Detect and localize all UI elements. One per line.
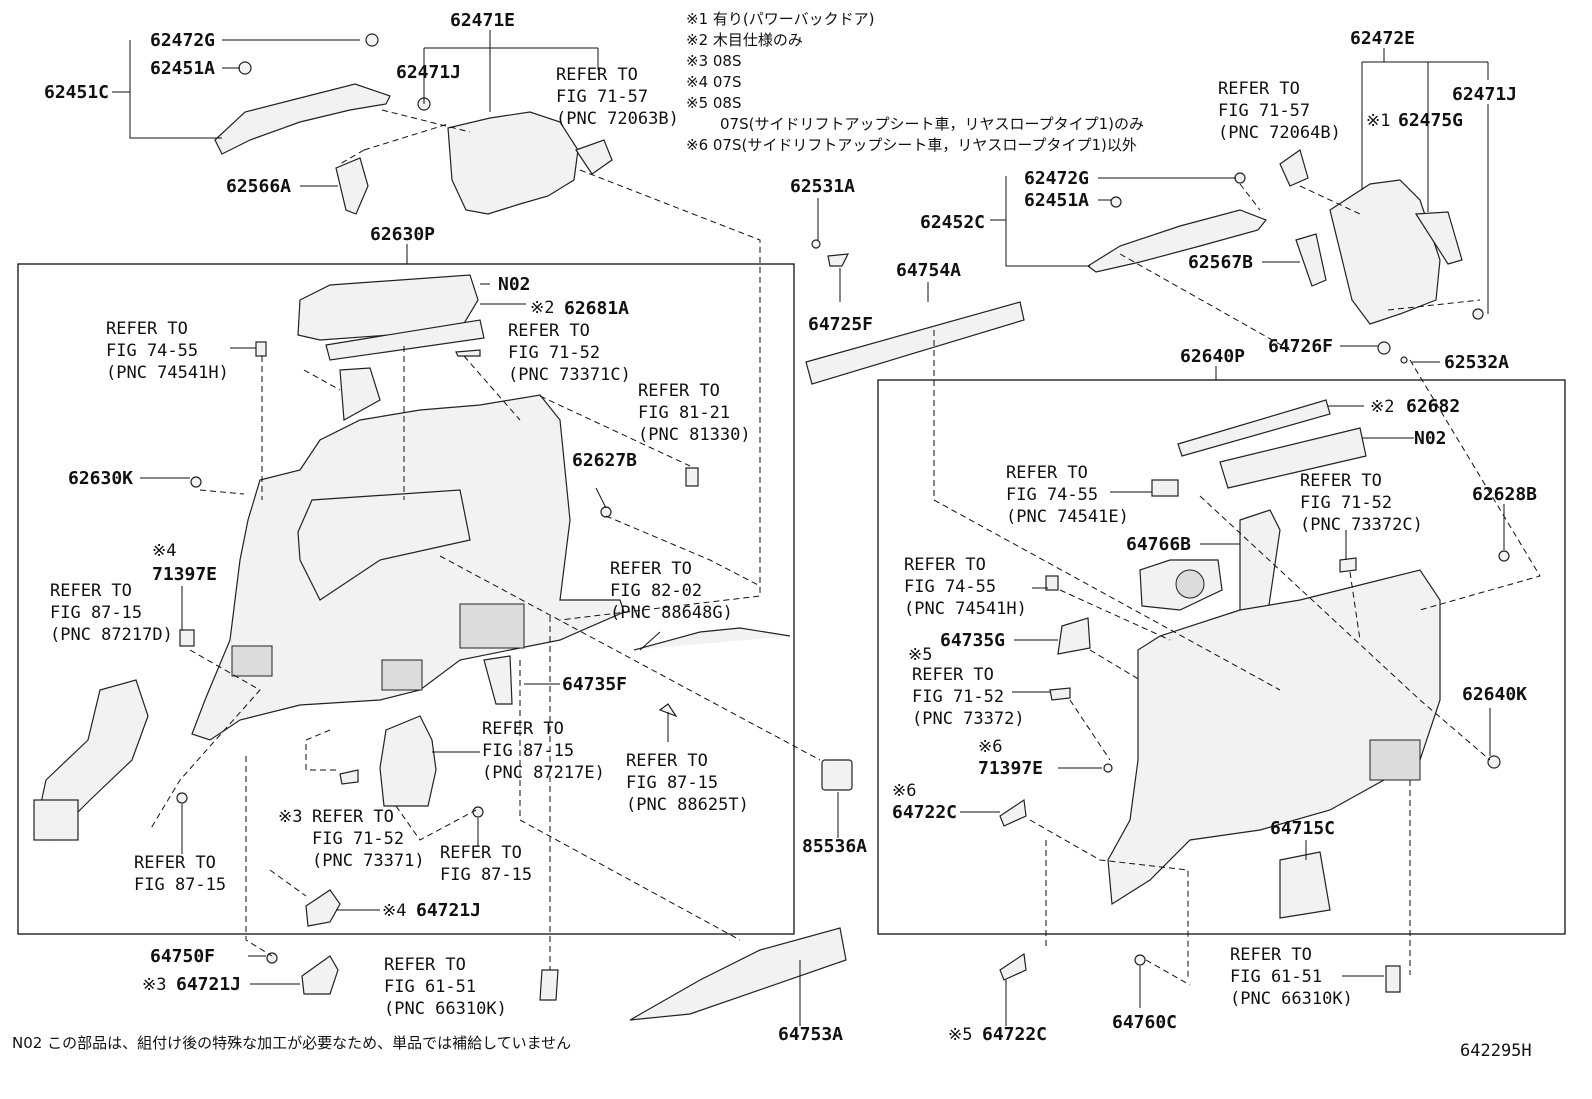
part-label: 64722C: [982, 1024, 1047, 1045]
part-label: 64722C: [892, 802, 957, 823]
legend: ※1 有り(パワーバックドア) ※2 木目仕様のみ ※3 08S ※4 07S …: [686, 10, 1144, 154]
part-label: 62532A: [1444, 352, 1509, 373]
variant-mark: ※4: [382, 901, 406, 921]
part-label: 64721J: [176, 974, 241, 995]
legend-line: ※4 07S: [686, 73, 742, 91]
part-label: 62471E: [450, 10, 515, 31]
part-label: 64735F: [562, 674, 627, 695]
part-label: 62682: [1406, 396, 1460, 417]
part-label: 62640P: [1180, 346, 1245, 367]
part-label: 62451A: [1024, 190, 1089, 211]
variant-mark: ※6: [892, 781, 916, 801]
legend-line: ※6 07S(サイドリフトアップシート車，リヤスロープタイプ1)以外: [686, 136, 1137, 154]
part-label: 62472E: [1350, 28, 1415, 49]
part-label: 62472G: [1024, 168, 1089, 189]
part-label: 64754A: [896, 260, 961, 281]
part-label: 62630K: [68, 468, 133, 489]
variant-mark: ※6: [978, 737, 1002, 757]
diagram-id: 642295H: [1460, 1041, 1532, 1061]
part-drawings: [33, 33, 1510, 1021]
legend-line: ※1 有り(パワーバックドア): [686, 10, 874, 28]
part-label: 62451C: [44, 82, 109, 103]
right-assembly-frame: [877, 379, 1566, 935]
part-label: N02: [1414, 428, 1447, 449]
variant-mark: ※2: [530, 298, 554, 318]
legend-line: ※2 木目仕様のみ: [686, 31, 803, 49]
part-label: 62630P: [370, 224, 435, 245]
part-label: 64766B: [1126, 534, 1191, 555]
part-label: 62566A: [226, 176, 291, 197]
variant-mark: ※5: [948, 1025, 972, 1045]
part-label: 85536A: [802, 836, 867, 857]
legend-line: ※3 08S: [686, 52, 742, 70]
part-label: 62681A: [564, 298, 629, 319]
dashed-lines: [149, 109, 1541, 986]
leader-lines: [112, 30, 1505, 1026]
part-label: 64721J: [416, 900, 481, 921]
variant-mark: ※3: [142, 975, 166, 995]
part-label: 64760C: [1112, 1012, 1177, 1033]
variant-mark: ※5: [908, 645, 932, 665]
part-label: 62531A: [790, 176, 855, 197]
part-label: 64726F: [1268, 336, 1333, 357]
part-label: 62640K: [1462, 684, 1527, 705]
variant-mark: ※3: [278, 807, 302, 827]
part-label: 62567B: [1188, 252, 1253, 273]
part-label: 62451A: [150, 58, 215, 79]
part-label: 62628B: [1472, 484, 1537, 505]
variant-mark: ※4: [152, 541, 176, 561]
part-label: 62627B: [572, 450, 637, 471]
left-assembly-frame: [17, 263, 795, 935]
part-label: N02: [498, 274, 531, 295]
part-label: 62452C: [920, 212, 985, 233]
part-label: 62472G: [150, 30, 215, 51]
part-label: 64753A: [778, 1024, 843, 1045]
part-label: 62471J: [396, 62, 461, 83]
variant-mark: ※2: [1370, 397, 1394, 417]
part-labels: 62472G 62451A 62451C 62471E 62471J 62566…: [44, 10, 1537, 1045]
legend-line: ※5 08S: [686, 94, 742, 112]
part-label: 62471J: [1452, 84, 1517, 105]
part-label: 71397E: [152, 564, 217, 585]
footnote: N02 この部品は、組付け後の特殊な加工が必要なため、単品では補給していません: [12, 1034, 571, 1052]
part-label: 64715C: [1270, 818, 1335, 839]
part-label: 64735G: [940, 630, 1005, 651]
part-label: 64725F: [808, 314, 873, 335]
part-label: 71397E: [978, 758, 1043, 779]
legend-line: 07S(サイドリフトアップシート車，リヤスロープタイプ1)のみ: [720, 115, 1144, 133]
part-label: 62475G: [1398, 110, 1463, 131]
variant-mark: ※1: [1366, 111, 1390, 131]
part-label: 64750F: [150, 946, 215, 967]
